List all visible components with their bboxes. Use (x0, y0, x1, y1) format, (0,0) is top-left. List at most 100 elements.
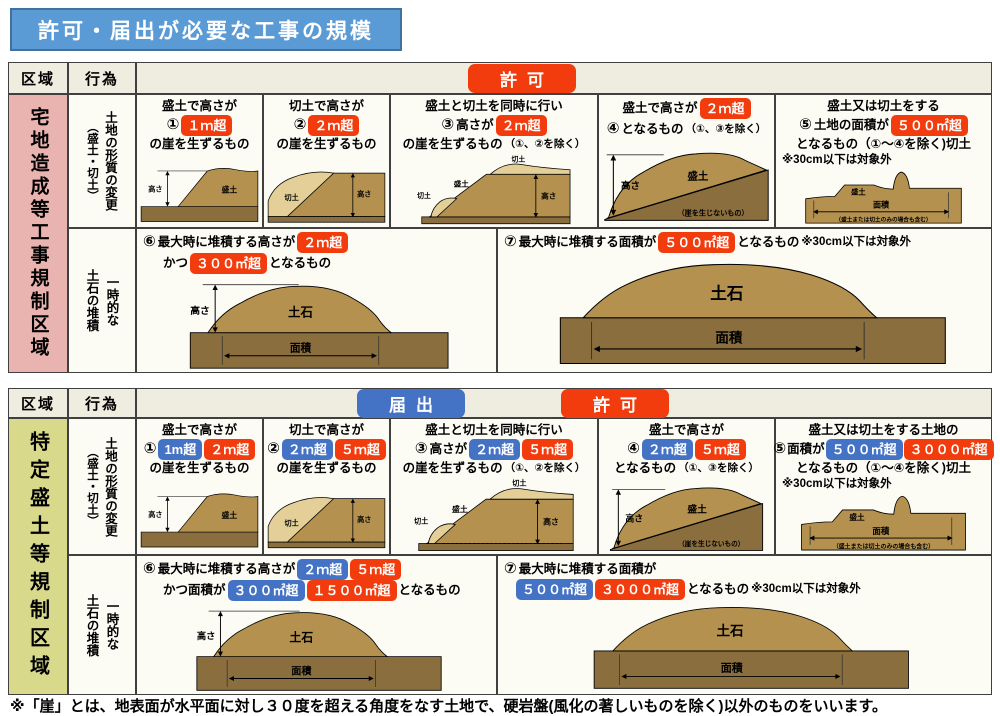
cell-text: 最大時に堆積する高さが (157, 235, 296, 250)
act-sub-text: （盛土・切土） (86, 120, 98, 202)
t1-header-zone: 区域 (8, 62, 68, 94)
height-label: 高さ (357, 515, 371, 524)
cell-text-line: の崖を生ずるもの （①、②を除く） (393, 460, 595, 477)
threshold-badge-red: ２ｍ超 (308, 114, 360, 136)
fill-label: 盛土 (452, 504, 468, 514)
t2-header-act: 行為 (68, 388, 136, 418)
cell-text-line: 盛土で高さが (139, 98, 260, 115)
cell-text: 高さが (429, 441, 468, 456)
cell-text-line: の崖を生ずるもの (139, 460, 260, 477)
cell-text: の崖を生ずるもの (402, 136, 503, 151)
cell-text: 切土で高さが (288, 99, 364, 113)
cell-text-line: 盛土で高さが (139, 422, 260, 439)
stockpile-area-illustration: 土石 面積 (500, 253, 989, 370)
cell-text: 面積が (787, 441, 825, 456)
fill-on-slope-illustration: 高さ 盛土 （崖を生じないもの） (601, 139, 772, 225)
cell-text-line: ③ 高さが ２ｍ超 (393, 114, 595, 136)
item-number: ⑥ (143, 560, 156, 578)
height-label: 高さ (357, 189, 371, 198)
t2-cell7-stockpile-area: ⑦ 最大時に堆積する面積が ５００㎡超 ３０００㎡超 となるもの ※30cm以下… (497, 555, 992, 695)
exception-note: （①、②を除く） (504, 138, 586, 151)
page-title: 許可・届出が必要な工事の規模 (10, 8, 402, 51)
land-area-illustration: 盛土 面積 （盛土または切土のみの場合も含む） (778, 492, 989, 552)
cell-text: かつ (163, 256, 189, 271)
cell-text-line: 切土で高さが (266, 422, 387, 439)
t2-header-main: 届出 許可 (136, 388, 992, 418)
height-label: 高さ (543, 516, 559, 526)
cell-text: となるもの (687, 582, 750, 597)
item-number: ② (267, 440, 280, 458)
cell-text: の崖を生ずるもの (402, 460, 503, 475)
cut-label: 切土 (511, 154, 525, 163)
t2-act-temp-stockpile: 一時的な 土石の堆積 (68, 555, 136, 695)
cell-text-line: ※30cm以下は対象外 (778, 153, 989, 169)
threshold-badge-blue: ２ｍ超 (641, 438, 693, 460)
threshold-badge-blue: ２ｍ超 (281, 438, 333, 460)
cell-text-line: ② ２ｍ超 ５ｍ超 (266, 438, 387, 460)
cell-text: となるもの (621, 121, 684, 136)
threshold-badge-red: １５００㎡超 (306, 580, 397, 601)
cell-text-line: の崖を生ずるもの (266, 460, 387, 477)
threshold-badge-red: ２ｍ超 (204, 438, 256, 460)
area-label: 面積 (715, 330, 743, 346)
cell-text: 最大時に堆積する面積が (518, 235, 657, 250)
cell-text: の崖を生ずるもの (276, 136, 377, 151)
threshold-badge-red: ２ｍ超 (699, 98, 751, 119)
cut-label: 切土 (512, 478, 526, 487)
t1-act-land-change: 土地の形質の変更 （盛土・切土） (68, 94, 136, 228)
cell-text: 盛土で高さが (161, 99, 237, 113)
cliff-definition-footnote: ※「崖」とは、地表面が水平面に対し３０度を超える角度をなす土地で、硬岩盤(風化の… (10, 698, 888, 715)
exclusion-note: ※30cm以下は対象外 (782, 153, 892, 166)
cut-label: 切土 (285, 518, 299, 527)
height-label: 高さ (621, 180, 640, 192)
height-label: 高さ (148, 184, 162, 193)
fill-label: 盛土 (687, 502, 707, 515)
cell-text: 盛土と切土を同時に行い (425, 99, 563, 113)
cell-text: となるもの (614, 460, 677, 475)
cell-text-line: となるもの（①～④を除く)切土 (778, 136, 989, 153)
permit-badge: 許可 (468, 63, 576, 93)
threshold-badge-red: ５ｍ超 (694, 438, 746, 460)
t2-cell1-fill-cliff: 盛土で高さが ① 1m超 ２ｍ超 の崖を生ずるもの 高さ 盛土 (136, 418, 263, 555)
item-number: ③ (441, 116, 455, 134)
cell-text-line: ⑤ 面積が ５００㎡超 ３０００㎡超 (773, 438, 994, 460)
fill-label: 盛土 (687, 170, 708, 183)
cell-text-line: ⑥ 最大時に堆積する高さが ２ｍ超 ５ｍ超 (139, 559, 494, 580)
t2-act-land-change: 土地の形質の変更 （盛土・切土） (68, 418, 136, 555)
cell-text: となるもの（①～④を除く)切土 (796, 136, 971, 151)
cell-text-line: 盛土で高さが (601, 422, 772, 439)
fill-cliff-illustration: 高さ 盛土 (139, 477, 260, 552)
cell-text: 高さが (456, 117, 494, 132)
t2-zone-label: 特定盛土等規制区域 (8, 418, 68, 695)
fill-on-slope-illustration: 高さ 盛土 （崖を生じないもの） (601, 477, 772, 552)
fill-label: 盛土 (454, 178, 470, 188)
stockpile-height-illustration: 高さ 土石 面積 (139, 274, 494, 370)
threshold-badge-red: ５００㎡超 (890, 114, 968, 136)
cell-text: 盛土又は切土をする (827, 99, 940, 113)
act-sub-text: （盛土・切土） (86, 446, 98, 527)
cell-text: 盛土で高さが (161, 423, 237, 437)
cell-text-line: ⑦ 最大時に堆積する面積が (500, 559, 989, 579)
cell-text-line: となるもの （①、③を除く） (601, 460, 772, 477)
item-number: ④ (606, 120, 620, 137)
threshold-badge-red: ３００㎡超 (190, 253, 268, 274)
cell-text-line: の崖を生ずるもの (139, 136, 260, 153)
t1-act-temp-stockpile: 一時的な 土石の堆積 (68, 228, 136, 373)
threshold-badge-red: ３０００㎡超 (595, 579, 686, 601)
soil-label: 土石 (716, 623, 743, 639)
cell-text: となるもの (737, 235, 800, 250)
cell-text-line: ① １ｍ超 (139, 114, 260, 136)
cell-text: となるもの (269, 256, 332, 271)
fill-label: 盛土 (851, 188, 866, 197)
cut-cliff-illustration: 切土 高さ (266, 477, 387, 552)
soil-label: 土石 (290, 630, 314, 644)
height-label: 高さ (541, 190, 556, 200)
notification-badge: 届出 (357, 388, 465, 418)
item-number: ③ (414, 440, 428, 458)
cell-text: 盛土と切土を同時に行い (425, 423, 563, 437)
threshold-badge-red: ５ｍ超 (334, 438, 386, 460)
item-number: ⑥ (143, 233, 156, 251)
cell-text-line: ⑤ 土地の面積が ５００㎡超 (778, 114, 989, 136)
cell-text-line: かつ面積が ３００㎡超 １５００㎡超 となるもの (139, 580, 494, 601)
cell-text-line: となるもの（①～④を除く)切土 (778, 460, 989, 477)
